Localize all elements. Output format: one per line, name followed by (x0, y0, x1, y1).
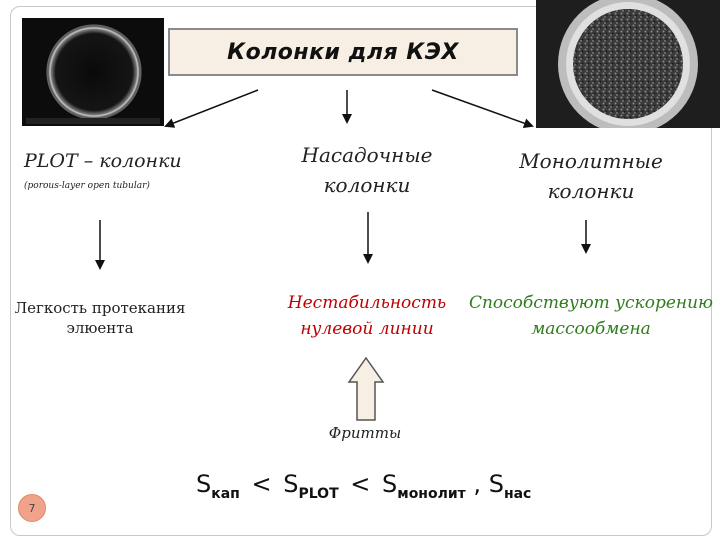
monolith-column-photo (536, 0, 720, 128)
plot-column-property: Легкость протекания элюента (14, 299, 186, 337)
plot-column-label: PLOT – колонки (24, 150, 182, 172)
monolith-column-property: Способствуют ускорению массообмена (468, 293, 714, 339)
formula-op-2: < (350, 470, 371, 498)
page-number: 7 (28, 501, 36, 515)
monolith-column-label: Монолитные колонки (519, 149, 663, 203)
title-box: Колонки для КЭХ (168, 28, 518, 76)
formula-separator: , (473, 470, 482, 498)
formula-s-packed: Sнас (488, 470, 532, 502)
arrow-title-to-plot (164, 89, 259, 128)
arrow-title-to-monolith (431, 89, 534, 128)
formula-s-plot: SPLOT (283, 470, 339, 502)
slide-title: Колонки для КЭХ (227, 39, 459, 65)
packed-column-property: Нестабильность нулевой линии (287, 293, 447, 339)
frits-up-arrow (347, 356, 385, 421)
plot-column-subtitle: (porous-layer open tubular) (24, 181, 150, 191)
formula-s-cap: Sкап (196, 470, 240, 502)
surface-area-formula: Sкап < SPLOT < Sмонолит , Sнас (196, 470, 532, 502)
formula-s-monolith: Sмонолит (382, 470, 466, 502)
plot-column-micrograph (22, 18, 164, 126)
frits-label: Фритты (328, 424, 402, 442)
formula-op-1: < (251, 470, 272, 498)
page-number-badge: 7 (18, 494, 46, 522)
packed-column-label: Насадочные колонки (301, 143, 433, 197)
